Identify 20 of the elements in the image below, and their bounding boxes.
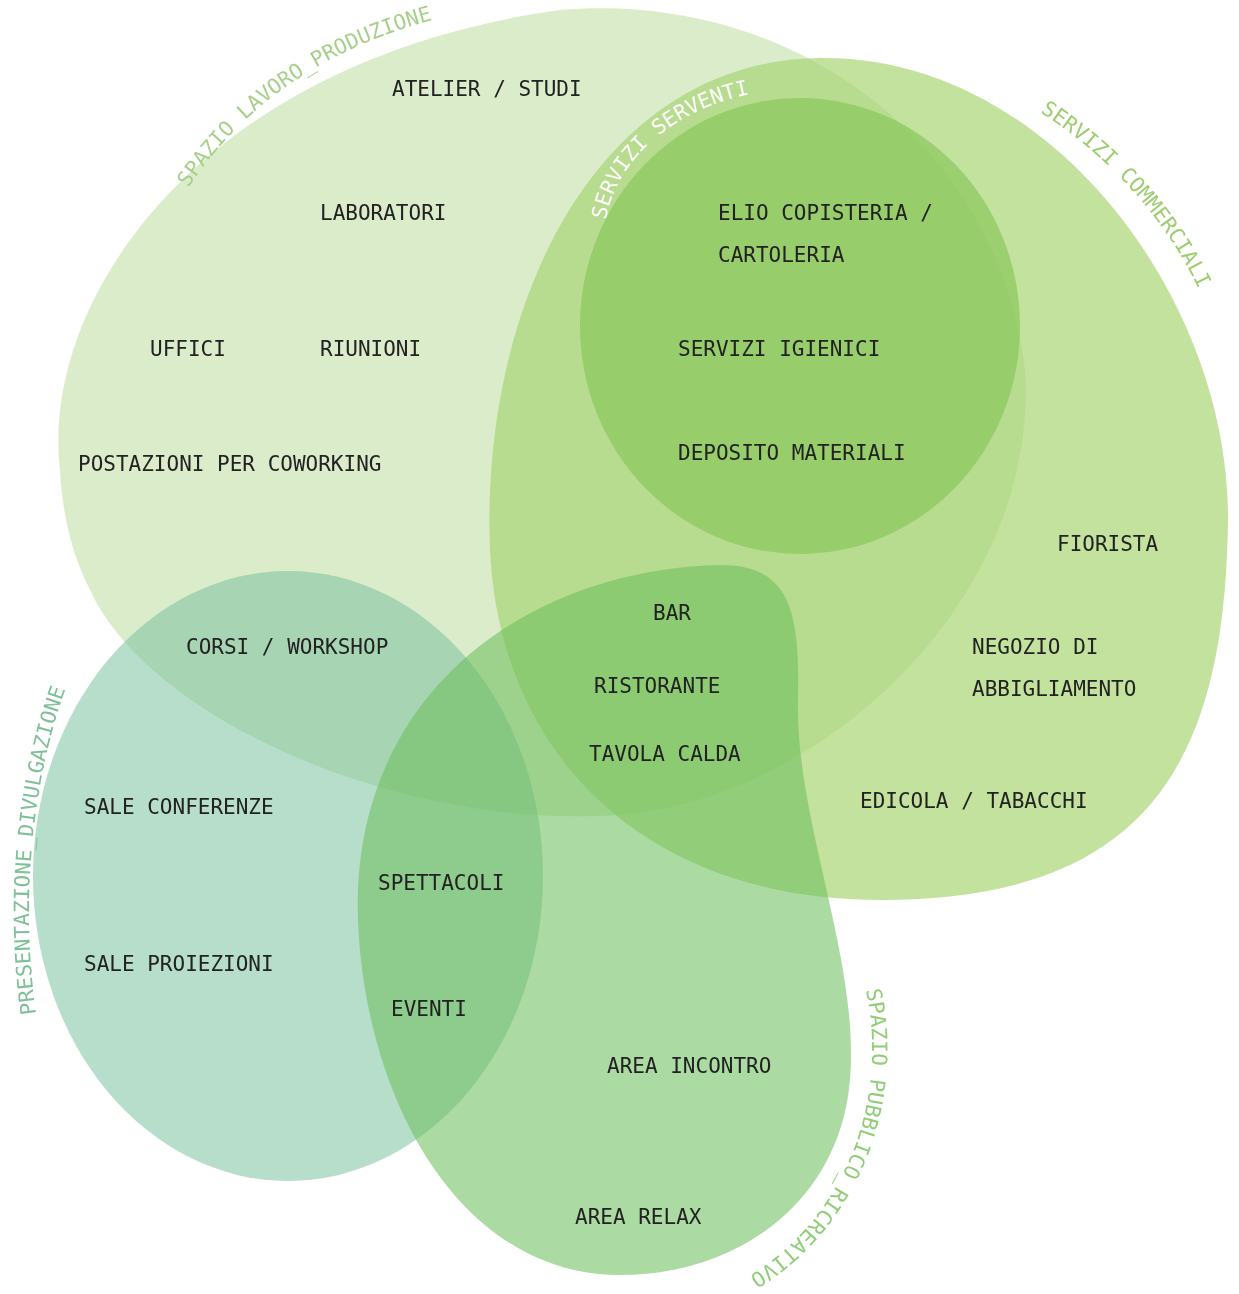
item-label: EVENTI [391, 996, 467, 1023]
item-label: ELIO COPISTERIA / CARTOLERIA [718, 200, 934, 269]
item-label: SALE PROIEZIONI [84, 951, 274, 978]
item-label: UFFICI [150, 336, 226, 363]
item-label: POSTAZIONI PER COWORKING [78, 451, 382, 478]
item-label: CORSI / WORKSHOP [186, 634, 389, 661]
item-label: AREA RELAX [575, 1204, 702, 1231]
item-label: DEPOSITO MATERIALI [678, 440, 906, 467]
item-label: LABORATORI [320, 200, 447, 227]
item-label: RIUNIONI [320, 336, 422, 363]
item-label: SERVIZI IGIENICI [678, 336, 881, 363]
item-label: AREA INCONTRO [607, 1053, 772, 1080]
item-label: BAR [653, 600, 691, 627]
item-label: FIORISTA [1057, 531, 1159, 558]
item-label: RISTORANTE [594, 673, 721, 700]
item-label: TAVOLA CALDA [589, 741, 741, 768]
item-label: SPETTACOLI [378, 870, 505, 897]
item-label: SALE CONFERENZE [84, 794, 274, 821]
item-label: EDICOLA / TABACCHI [860, 788, 1088, 815]
item-label: NEGOZIO DI ABBIGLIAMENTO [972, 634, 1138, 703]
